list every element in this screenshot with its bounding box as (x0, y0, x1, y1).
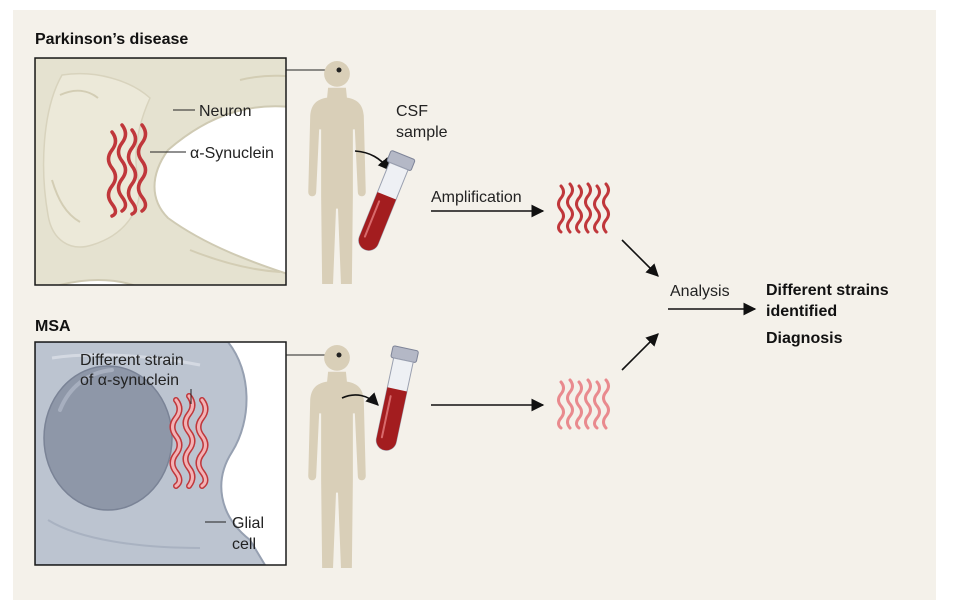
alpha-synuclein-fibrils-msa (169, 393, 209, 489)
glial-cell-illustration-box (34, 341, 287, 566)
csf-sample-label: CSF (396, 103, 428, 120)
amplified-fibrils-pd (557, 182, 610, 234)
msa-to-analysis-arrow (621, 333, 659, 371)
different-strain-label-line2: of α-synuclein (80, 372, 179, 389)
outcome-label-line1: Different strains (766, 282, 889, 299)
msa-sampling-arrow (341, 392, 379, 406)
neuron-illustration-box (34, 57, 287, 286)
glial-cell-label-line2: cell (232, 536, 256, 553)
amplification-label: Amplification (431, 189, 522, 206)
glial-nucleus (43, 365, 173, 511)
diagnosis-label: Diagnosis (766, 330, 843, 347)
neuron-interior (42, 72, 151, 248)
neuron-label: Neuron (199, 103, 251, 120)
alpha-synuclein-fibrils-pd (106, 123, 148, 218)
different-strain-label-line1: Different strain (80, 352, 184, 369)
amplified-fibrils-msa (557, 378, 610, 430)
pd-section-title: Parkinson’s disease (35, 31, 188, 48)
pd-to-analysis-arrow (621, 239, 659, 277)
msa-csf-test-tube (375, 345, 419, 451)
analysis-label: Analysis (670, 283, 730, 300)
csf-sample-label-line2: sample (396, 124, 448, 141)
glial-cell-label-line1: Glial (232, 515, 264, 532)
alpha-synuclein-label: α-Synuclein (190, 145, 274, 162)
pd-csf-test-tube (358, 150, 416, 251)
outcome-label-line2: identified (766, 303, 837, 320)
msa-section-title: MSA (35, 318, 71, 335)
